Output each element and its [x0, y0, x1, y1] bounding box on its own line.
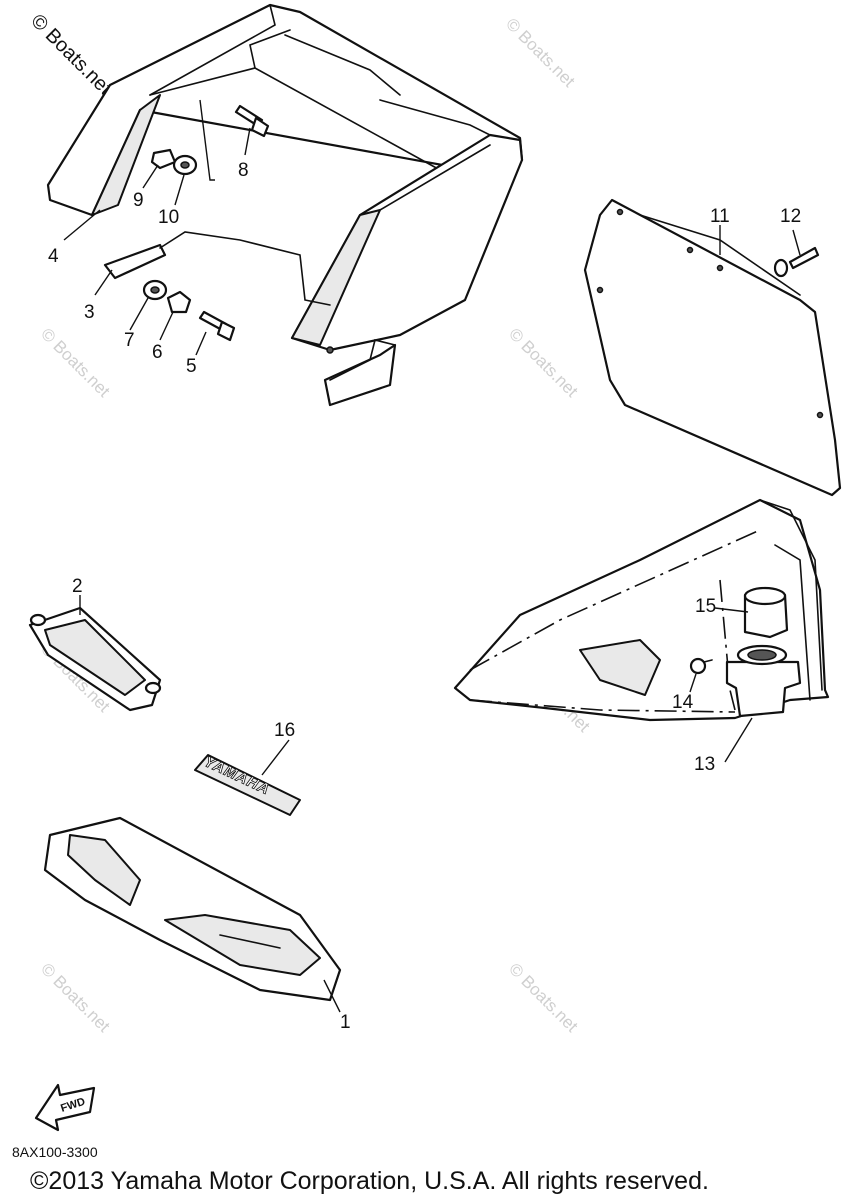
part-13-fitting: [725, 644, 802, 718]
callout-6: 6: [152, 342, 163, 363]
callout-1: 1: [340, 1012, 351, 1033]
watermark-faded: © Boats.net: [502, 14, 579, 91]
callout-12: 12: [780, 206, 801, 227]
callout-14: 14: [672, 692, 694, 713]
callout-11: 11: [710, 206, 730, 227]
callout-10: 10: [158, 207, 179, 228]
callout-4: 4: [48, 246, 59, 267]
callout-5: 5: [186, 356, 197, 377]
callout-3: 3: [84, 302, 95, 323]
callout-7: 7: [124, 330, 135, 351]
leader-lines: [63, 99, 801, 1013]
watermark-faded: © Boats.net: [37, 959, 114, 1036]
watermark-faded: © Boats.net: [37, 324, 114, 401]
diagram-code: 8AX100-3300: [12, 1144, 98, 1160]
part-1-cover: [43, 816, 342, 1002]
watermark-faded: © Boats.net: [505, 324, 582, 401]
watermark-faded: © Boats.net: [505, 959, 582, 1036]
fwd-arrow-icon: FWD: [34, 1083, 96, 1132]
part-12-rivet: [773, 246, 820, 278]
copyright-notice: ©2013 Yamaha Motor Corporation, U.S.A. A…: [30, 1167, 709, 1195]
part-11-panel: [583, 198, 842, 497]
part-16-decal: YAMAHA: [194, 753, 301, 816]
part-4-cowling-frame: [46, 3, 524, 217]
callout-16: 16: [274, 720, 295, 741]
watermark: © Boats.net: [26, 10, 116, 100]
callout-15: 15: [695, 596, 716, 617]
part-3-bracket: [103, 231, 397, 407]
callout-2: 2: [72, 576, 83, 597]
part-14-clip: [689, 657, 713, 675]
part-15-cap: [743, 586, 789, 639]
part-4-right-panel: [290, 133, 524, 354]
hardware: [142, 104, 270, 342]
callout-8: 8: [238, 160, 249, 181]
callouts: 1 2 3 4 5 6 7 8 9 10 11 12 13 14 15 16: [48, 160, 801, 1033]
callout-9: 9: [133, 190, 144, 211]
callout-13: 13: [694, 754, 715, 775]
